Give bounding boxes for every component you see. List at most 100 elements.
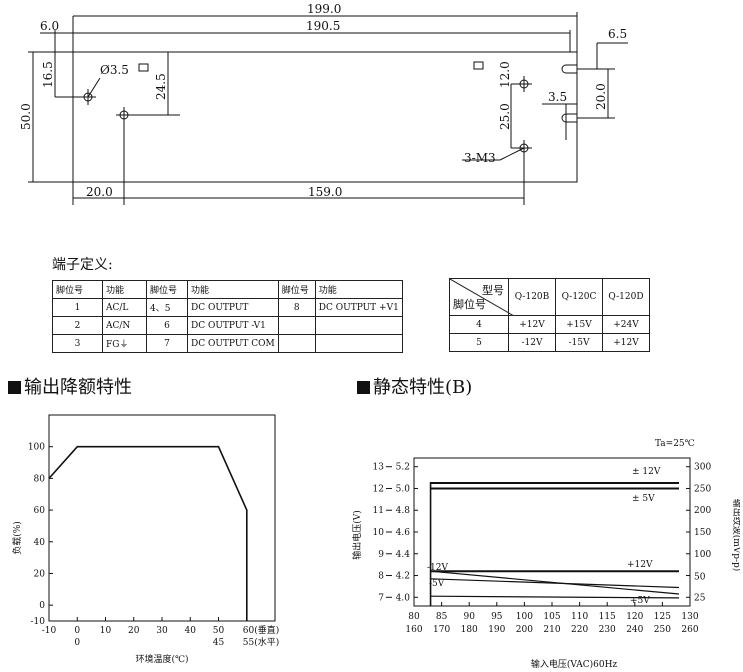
dim-6-0: 6.0 xyxy=(40,19,59,33)
label-minus-5v: -5V xyxy=(429,579,445,589)
table-cell: +24V xyxy=(602,315,650,334)
y-tick-label-right: 200 xyxy=(694,506,711,516)
m3-label: 3-M3 xyxy=(464,151,496,165)
table-header: 脚位号 xyxy=(52,280,103,299)
label-plus-minus-5v-top: ± 5V xyxy=(632,494,655,504)
y-tick-label: 40 xyxy=(34,538,46,548)
y-tick-label: 11 xyxy=(373,506,384,516)
table-cell: DC OUTPUT COM xyxy=(187,334,279,353)
table-cell: +12V xyxy=(508,315,556,334)
x-tick-label-secondary: 170 xyxy=(433,625,450,635)
table-cell: 1 xyxy=(52,298,103,317)
table-cell: 4、5 xyxy=(146,298,188,317)
table-cell xyxy=(314,316,403,335)
table-header: Q-120B xyxy=(508,278,556,316)
table-header-row: 型号 脚位号 Q-120B Q-120C Q-120D xyxy=(449,278,650,316)
label-plus-12v-low: +12V xyxy=(627,560,653,570)
table-header: Q-120D xyxy=(602,278,650,316)
dim-20-0-right: 20.0 xyxy=(594,83,608,110)
table-row: 4 +12V +15V +24V xyxy=(449,315,650,334)
y-tick-label-right: 25 xyxy=(694,593,706,603)
table-cell: -12V xyxy=(508,333,556,352)
x-axis-label: 输入电压(VAC)60Hz xyxy=(531,658,618,670)
connector-icon xyxy=(473,61,484,70)
table-header-row: 脚位号 功能 脚位号 功能 脚位号 功能 xyxy=(52,280,403,299)
table-cell: 7 xyxy=(146,334,188,353)
table-cell xyxy=(277,316,316,335)
series-line xyxy=(430,595,680,599)
table-row: 5 -12V -15V +12V xyxy=(449,333,650,352)
table-cell: 5 xyxy=(449,333,509,352)
y-tick-label: 8 xyxy=(378,572,384,582)
table-header: 脚位号 xyxy=(277,280,316,299)
label-minus-12v: -12V xyxy=(427,563,448,573)
table-cell: DC OUTPUT -V1 xyxy=(187,316,279,335)
table-cell xyxy=(277,334,316,353)
x-tick-label-secondary: 260 xyxy=(681,625,698,635)
mechanical-drawing: 199.0 190.5 6.0 6.5 16.5 50.0 24.5 12.0 … xyxy=(19,2,628,205)
derating-heading-text: 输出降额特性 xyxy=(24,377,132,398)
table-cell: 3 xyxy=(52,334,103,353)
x-axis-label: 环境温度(℃) xyxy=(135,653,188,665)
y-tick-label: 13 xyxy=(373,463,385,473)
x-tick-label: 115 xyxy=(599,612,616,622)
y-tick-label-inner: 4.8 xyxy=(396,506,411,516)
y-tick-label-inner: 4.4 xyxy=(396,550,411,560)
table-header: 脚位号 xyxy=(146,280,188,299)
connector-icon xyxy=(138,63,149,72)
table-row: 3 FG⏚ 7 DC OUTPUT COM xyxy=(52,334,403,353)
static-heading: 静态特性(B) xyxy=(357,373,472,399)
x-tick-label: 125 xyxy=(654,612,671,622)
table-cell: 8 xyxy=(277,298,316,317)
dim-16-5: 16.5 xyxy=(41,61,55,88)
dim-24-5: 24.5 xyxy=(154,73,168,100)
ta-annotation: Ta=25℃ xyxy=(655,439,695,449)
terminal-table: 脚位号 功能 脚位号 功能 脚位号 功能 1 AC/L 4、5 DC OUTPU… xyxy=(52,280,403,353)
table-row: 1 AC/L 4、5 DC OUTPUT 8 DC OUTPUT +V1 xyxy=(52,298,403,317)
x-tick-label: 130 xyxy=(681,612,698,622)
x-tick-label: 60(垂直) xyxy=(243,624,279,636)
dim-20-0-bottom: 20.0 xyxy=(86,185,113,199)
x-tick-label: 100 xyxy=(516,612,533,622)
x-tick-label: 95 xyxy=(491,612,503,622)
x-tick-label-secondary: 210 xyxy=(543,625,560,635)
x-tick-label: 20 xyxy=(128,626,140,636)
x-tick-label: 0 xyxy=(74,626,80,636)
x-tick-label: 30 xyxy=(156,626,168,636)
x-tick-label-secondary: 55(水平) xyxy=(243,636,279,648)
table-cell: 2 xyxy=(52,316,103,335)
hole-diameter-label: Ø3.5 xyxy=(100,63,129,77)
dim-199: 199.0 xyxy=(307,2,341,16)
y-tick-label-right: 300 xyxy=(694,463,711,473)
dim-6-5: 6.5 xyxy=(608,27,627,41)
dim-50-0: 50.0 xyxy=(19,103,33,130)
table-cell: DC OUTPUT xyxy=(187,298,279,317)
table-header: 功能 xyxy=(314,280,403,299)
dim-25-0: 25.0 xyxy=(498,103,512,130)
table-cell: -15V xyxy=(555,333,603,352)
y-tick-label-right: 150 xyxy=(694,528,711,538)
dim-12-0: 12.0 xyxy=(498,61,512,88)
x-tick-label: 80 xyxy=(408,612,420,622)
y-tick-label: 9 xyxy=(378,550,384,560)
table-cell xyxy=(314,334,403,353)
x-tick-label: 120 xyxy=(626,612,643,622)
x-tick-label: 85 xyxy=(436,612,448,622)
model-table: 型号 脚位号 Q-120B Q-120C Q-120D 4 +12V +15V … xyxy=(449,278,650,352)
model-corner-cell: 型号 脚位号 xyxy=(449,278,514,316)
x-tick-label-secondary: 45 xyxy=(213,638,225,648)
x-tick-label-secondary: 220 xyxy=(571,625,588,635)
table-cell: FG⏚ xyxy=(102,334,147,353)
table-header: Q-120C xyxy=(555,278,603,316)
table-cell: 4 xyxy=(449,315,509,334)
derating-curve xyxy=(48,445,248,621)
plot-frame xyxy=(413,457,691,607)
y-tick-label: 0 xyxy=(39,601,45,611)
y-tick-label: -10 xyxy=(31,617,46,627)
x-tick-label-secondary: 190 xyxy=(488,625,505,635)
y-axis-label: 负载(%) xyxy=(11,521,23,555)
y-tick-label-inner: 4.0 xyxy=(396,593,411,603)
heading-square-icon xyxy=(357,381,370,394)
